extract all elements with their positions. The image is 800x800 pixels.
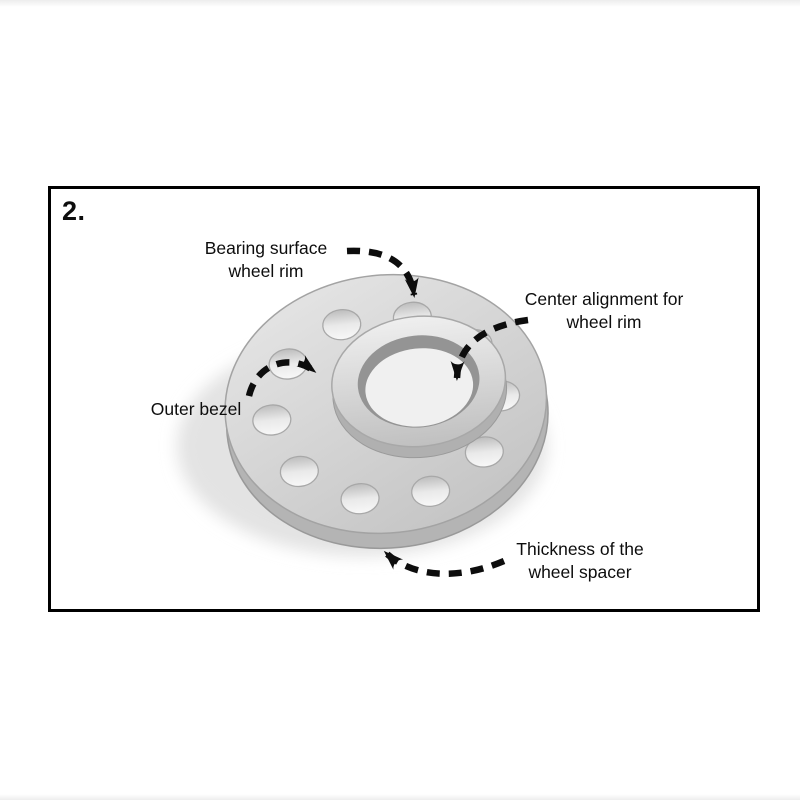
label-bearing-surface: Bearing surface wheel rim [204,238,328,281]
step-number: 2. [62,196,86,226]
page-edge-top [0,0,800,7]
label-outer-bezel: Outer bezel [150,399,242,419]
label-thickness: Thickness of the wheel spacer [516,539,644,582]
page-edge-bottom [0,794,800,800]
label-center-alignment: Center alignment for wheel rim [524,289,684,332]
